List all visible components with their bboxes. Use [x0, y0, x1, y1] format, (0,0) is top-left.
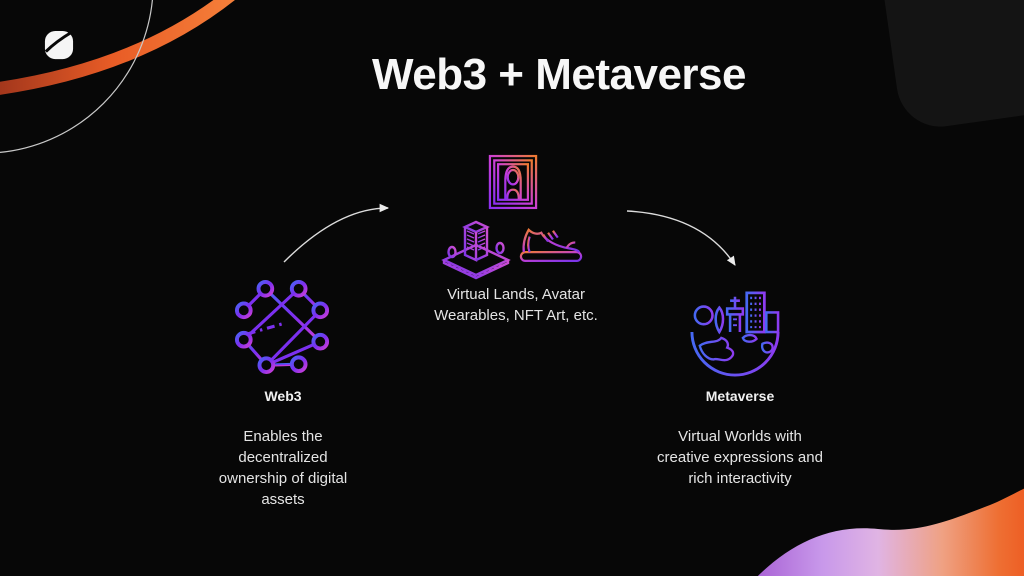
leaf-logo-vein	[44, 30, 73, 53]
leaf-logo	[44, 30, 74, 60]
white-arc-decoration	[0, 0, 153, 153]
orange-swoosh-decoration	[0, 0, 235, 95]
center-caption: Virtual Lands, Avatar Wearables, NFT Art…	[434, 286, 598, 324]
arrow-web3-to-center	[283, 203, 390, 263]
sneaker-icon	[519, 228, 583, 262]
metaverse-label: Metaverse	[705, 388, 775, 404]
web3-caption: Enables the decentralized ownership of d…	[218, 428, 348, 508]
arrow-center-to-metaverse	[626, 210, 736, 266]
web3-label: Web3	[264, 388, 302, 404]
leaf-logo-shape	[44, 30, 74, 60]
gradient-blob-decoration	[757, 488, 1024, 576]
nft-art-frame-icon	[488, 154, 538, 210]
metaverse-caption: Virtual Worlds with creative expressions…	[657, 428, 823, 487]
slide-title: Web3 + Metaverse	[372, 50, 746, 99]
corner-panel-decoration	[876, 0, 1024, 133]
globe-city-icon	[690, 291, 780, 377]
virtual-land-icon	[441, 220, 511, 280]
network-graph-icon	[234, 279, 330, 375]
